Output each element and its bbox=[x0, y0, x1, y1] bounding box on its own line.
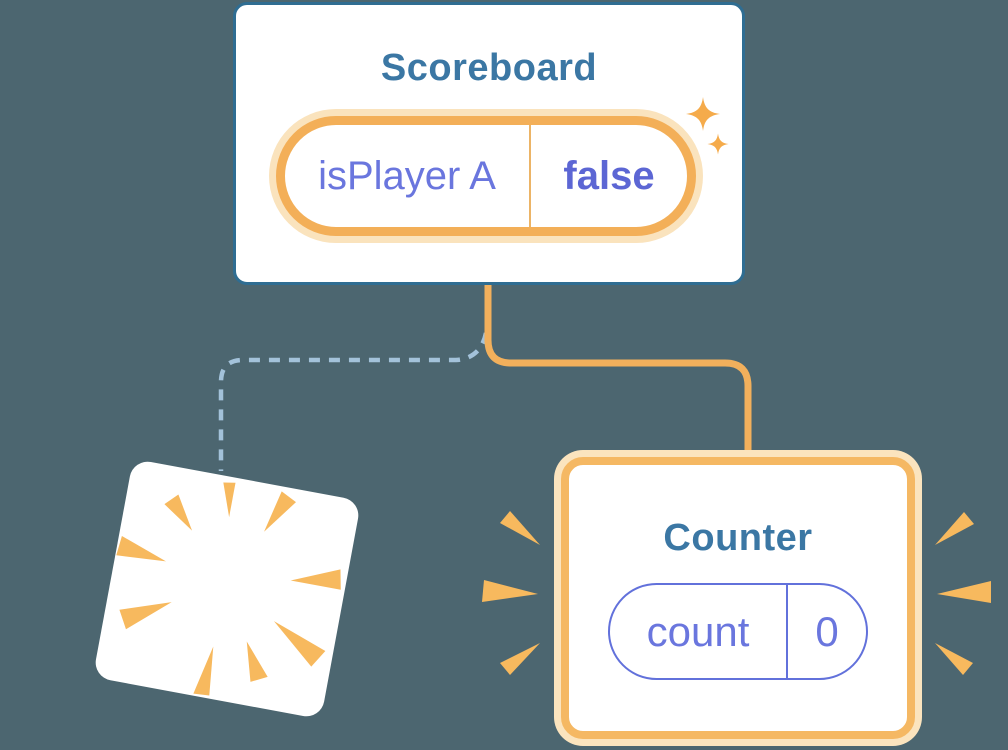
emphasis-ray bbox=[482, 580, 538, 602]
burst-ray bbox=[164, 494, 193, 531]
emphasis-ray bbox=[935, 512, 974, 545]
burst-ray bbox=[116, 535, 167, 562]
state-label: count bbox=[646, 607, 750, 655]
sparkle-small-icon bbox=[707, 133, 729, 155]
burst-ray bbox=[290, 569, 341, 590]
burst-ray bbox=[273, 621, 326, 667]
counter-state-pill: count 0 bbox=[608, 583, 868, 680]
scoreboard-state-pill: isPlayer A false bbox=[276, 116, 696, 236]
emphasis-ray bbox=[937, 581, 991, 603]
pill-divider bbox=[529, 125, 531, 227]
emphasis-ray bbox=[935, 643, 973, 675]
solid-connector-line bbox=[484, 284, 752, 452]
burst-ray bbox=[246, 641, 268, 682]
pill-divider bbox=[786, 585, 788, 678]
counter-title: Counter bbox=[663, 517, 813, 559]
state-label: isPlayer A bbox=[318, 153, 496, 198]
destroyed-burst-icon bbox=[116, 482, 341, 696]
state-value: 0 bbox=[815, 607, 839, 655]
state-value: false bbox=[563, 153, 655, 198]
burst-ray bbox=[223, 482, 236, 518]
emphasis-ray bbox=[500, 643, 540, 675]
burst-ray bbox=[193, 646, 214, 696]
burst-ray bbox=[264, 491, 296, 532]
dashed-connector-line bbox=[218, 332, 489, 471]
counter-card: Counter count 0 bbox=[561, 457, 915, 739]
scoreboard-card: Scoreboard isPlayer A false bbox=[233, 2, 745, 285]
sparkle-large-icon bbox=[686, 97, 720, 131]
destroyed-component-card bbox=[92, 458, 362, 720]
burst-ray bbox=[119, 602, 172, 630]
emphasis-ray bbox=[500, 511, 540, 545]
scoreboard-title: Scoreboard bbox=[380, 47, 598, 89]
